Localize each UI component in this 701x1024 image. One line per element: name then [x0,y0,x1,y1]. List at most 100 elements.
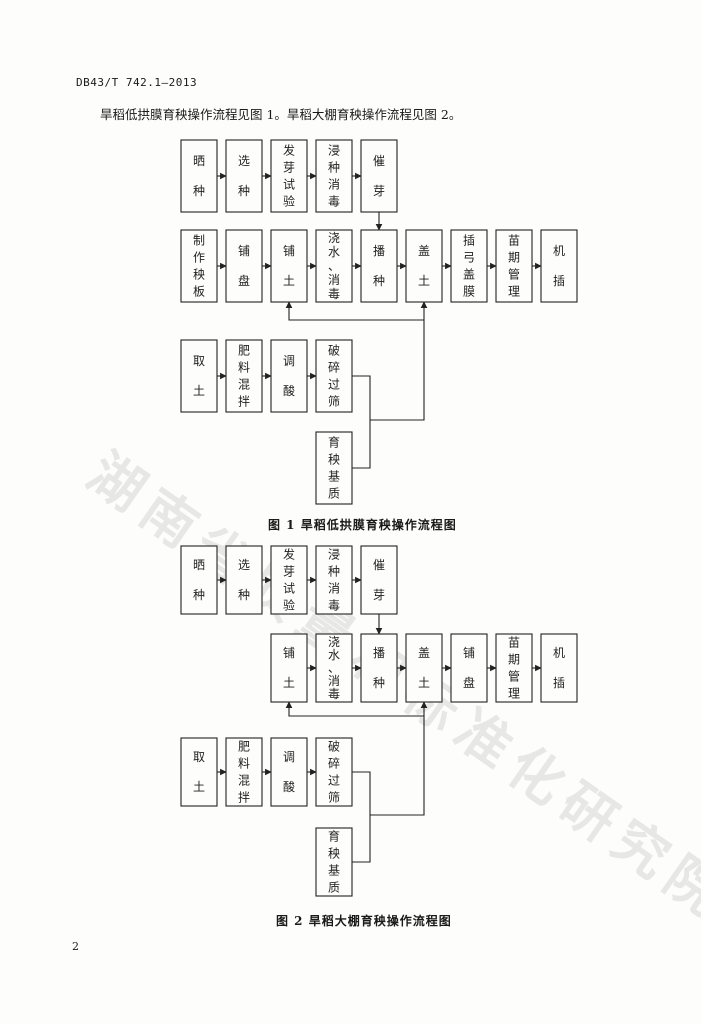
flow-box-char: 铺 [238,244,250,258]
flow-connector [352,375,371,469]
flow-box-d1-bo: 播种 [360,229,398,303]
document-code: DB43/T 742.1—2013 [76,76,198,89]
flow-box-char: 秧 [328,847,340,861]
flow-box-char: 验 [283,598,295,613]
flow-box-char: 插 [553,274,565,288]
flow-box-d2-tiao: 调酸 [270,737,308,807]
flow-box-char: 晒 [193,558,205,572]
flow-box-char: 筛 [328,394,340,409]
flow-box-char: 土 [283,676,295,690]
flow-box-char: 酸 [283,779,295,794]
flow-box-d2-cuiy: 催芽 [360,545,398,615]
flow-box-char: 土 [283,274,295,288]
flow-box-char: 、 [328,661,340,675]
flow-box-char: 理 [508,687,520,701]
flow-box-char: 消 [328,582,340,596]
flow-box-char: 作 [193,251,205,265]
flow-box-char: 盖 [418,646,430,660]
diagram-1: 晒种选种发芽试验浸种消毒催芽制作秧板铺盘铺土浇水、消毒播种盖土插弓盖膜苗期管理机… [180,139,578,505]
flow-box-char: 机 [553,646,565,660]
flow-box-d2-put: 铺土 [270,633,308,703]
flow-box-char: 芽 [283,565,295,579]
flow-box-char: 试 [283,177,295,192]
flow-box-char: 插 [463,234,475,248]
flow-box-char: 芽 [373,184,385,198]
flow-box-char: 消 [328,273,340,287]
flow-box-char: 调 [283,750,295,764]
flow-box-char: 管 [508,267,520,282]
flow-connector [352,771,371,863]
flow-box-d1-tiao: 调酸 [270,339,308,413]
flow-box-char: 苗 [508,234,520,248]
flow-box-char: 铺 [283,646,295,660]
flow-box-char: 板 [193,285,205,299]
flow-box-char: 试 [283,581,295,596]
flow-box-char: 料 [238,361,250,375]
flow-box-char: 土 [193,780,205,794]
flow-box-char: 盘 [238,273,250,288]
flow-box-char: 取 [193,750,205,764]
flow-box-char: 播 [373,244,385,258]
flow-box-char: 质 [328,487,340,501]
flow-box-char: 拌 [238,790,250,805]
flow-box-char: 种 [238,184,250,198]
flow-box-char: 水 [328,648,340,662]
intro-paragraph: 旱稻低拱膜育秧操作流程见图 1。旱稻大棚育秧操作流程见图 2。 [100,107,462,122]
flow-box-char: 管 [508,669,520,684]
flow-box-char: 浸 [328,144,340,158]
flow-box-char: 育 [328,829,340,844]
flow-box-char: 种 [193,184,205,198]
flow-box-char: 拌 [238,394,250,409]
flow-box-char: 浸 [328,548,340,562]
flow-box-d2-pup: 铺盘 [450,633,488,703]
flow-box-d2-qu: 取土 [180,737,218,807]
flow-box-char: 肥 [238,344,250,358]
flow-box-char: 过 [328,378,340,392]
flow-box-d1-pup: 铺盘 [225,229,263,303]
flow-box-char: 机 [553,244,565,258]
flow-box-char: 种 [328,565,340,579]
flow-box-char: 调 [283,354,295,368]
flow-box-char: 铺 [283,244,295,258]
flow-box-char: 种 [193,588,205,602]
flow-box-d2-xuan: 选种 [225,545,263,615]
flow-box-char: 盖 [463,268,475,282]
flow-box-char: 选 [238,558,250,572]
flow-box-char: 土 [418,676,430,690]
flow-box-char: 催 [373,558,385,572]
flow-box-char: 破 [328,343,340,358]
flow-box-char: 弓 [463,251,475,265]
flow-box-char: 种 [373,274,385,288]
flow-arrow [370,701,428,816]
flow-box-char: 料 [238,757,250,771]
flow-arrow [285,301,424,321]
flow-box-char: 种 [373,676,385,690]
flow-box-char: 播 [373,646,385,660]
flow-box-char: 毒 [328,195,340,209]
flow-box-char: 基 [328,864,340,878]
flow-box-char: 酸 [283,383,295,398]
flow-box-d1-put: 铺土 [270,229,308,303]
flow-box-char: 土 [418,274,430,288]
flow-box-char: 筛 [328,790,340,805]
flow-box-d1-xuan: 选种 [225,139,263,213]
flow-box-char: 浇 [328,635,340,649]
flow-box-char: 发 [283,143,295,158]
flow-box-char: 验 [283,194,295,209]
flow-box-d2-shai: 晒种 [180,545,218,615]
flow-box-char: 毒 [328,687,340,701]
flow-box-d2-bo: 播种 [360,633,398,703]
flow-box-char: 消 [328,674,340,688]
flow-box-char: 肥 [238,740,250,754]
flow-box-char: 理 [508,285,520,299]
flow-box-char: 毒 [328,287,340,301]
